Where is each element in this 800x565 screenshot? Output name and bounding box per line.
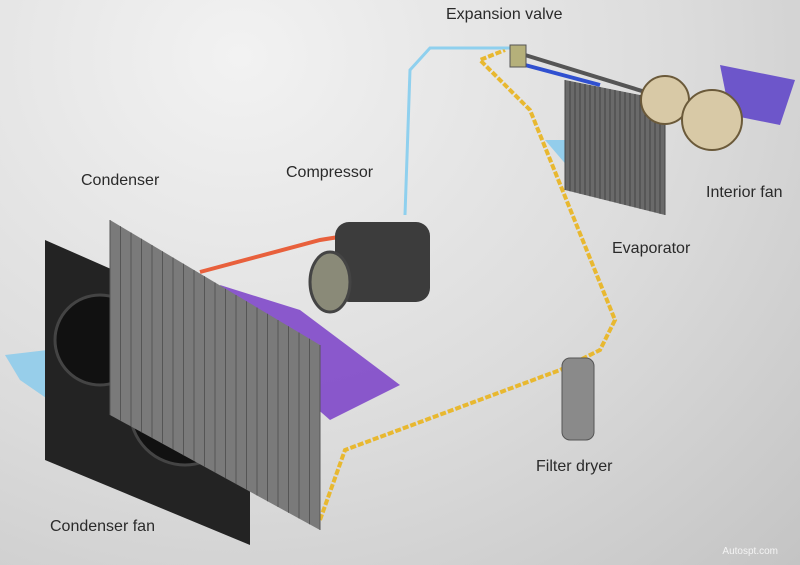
label-condenser-fan: Condenser fan	[50, 518, 155, 535]
interior-fan-2	[681, 89, 743, 151]
compressor-clutch	[308, 250, 352, 314]
label-expansion-valve: Expansion valve	[446, 6, 563, 23]
expansion-valve	[509, 44, 527, 68]
label-compressor: Compressor	[286, 164, 374, 181]
condenser-fins	[109, 220, 321, 530]
watermark: Autospt.com	[722, 546, 778, 557]
filter-dryer	[561, 357, 595, 441]
liquid-line	[318, 48, 618, 521]
label-filter-dryer: Filter dryer	[536, 458, 613, 475]
label-condenser: Condenser	[81, 172, 160, 189]
label-evaporator: Evaporator	[612, 240, 691, 257]
compressor	[335, 222, 430, 302]
label-interior-fan: Interior fan	[706, 184, 783, 201]
evaporator-pipes	[524, 53, 656, 97]
low-pressure-line	[403, 46, 515, 216]
evaporator-inlet-pipe	[524, 63, 601, 87]
